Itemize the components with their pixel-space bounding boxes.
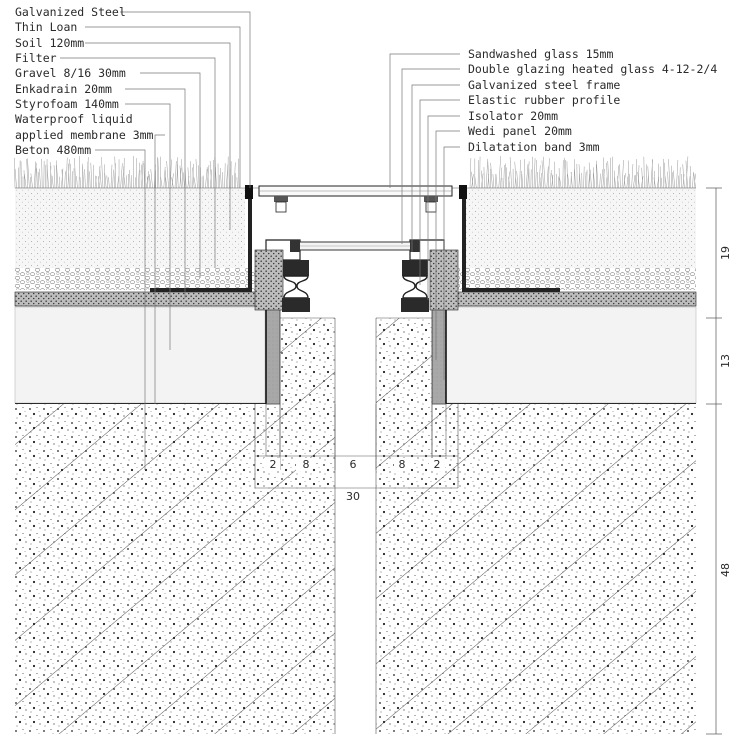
concrete-upstand-left-hatch (280, 318, 335, 404)
isolator-block-left (255, 250, 283, 310)
label-enkadrain: Enkadrain 20mm (15, 82, 112, 96)
label-membrane: applied membrane 3mm (15, 128, 154, 142)
steel-cap-right (459, 185, 467, 199)
styrofoam-layer-right (446, 307, 696, 403)
rubber-profile-right (401, 260, 429, 312)
enkadrain-layer-right (448, 292, 696, 306)
glass-clip-left (274, 196, 288, 202)
label-gravel: Gravel 8/16 30mm (15, 66, 126, 80)
concrete-upstand-right-hatch (376, 318, 432, 404)
glass-clip-right-b (426, 202, 436, 212)
dim-8-right: 8 (399, 458, 406, 471)
dim-2-right: 2 (434, 458, 441, 471)
dim-48: 48 (719, 563, 732, 577)
dim-2-left: 2 (270, 458, 277, 471)
label-sandwashed-glass: Sandwashed glass 15mm (468, 47, 613, 61)
dim-30: 30 (346, 490, 360, 503)
left-labels: Galvanized Steel Thin Loan Soil 120mm Fi… (15, 5, 154, 157)
label-double-glazing: Double glazing heated glass 4-12-2/4 (468, 62, 717, 76)
vertical-dimension-line (706, 188, 722, 734)
label-soil: Soil 120mm (15, 36, 84, 50)
dim-19: 19 (719, 246, 732, 260)
label-styrofoam: Styrofoam 140mm (15, 97, 119, 111)
label-steel-frame: Galvanized steel frame (468, 78, 620, 92)
grass-texture (14, 156, 695, 188)
wedi-panel-left (266, 306, 280, 404)
dim-8-left: 8 (303, 458, 310, 471)
label-filter: Filter (15, 51, 57, 65)
glazing-seal-right (410, 240, 420, 252)
label-beton: Beton 480mm (15, 143, 91, 157)
soil-layer-right (466, 188, 696, 268)
label-rubber-profile: Elastic rubber profile (468, 93, 620, 107)
label-waterproof: Waterproof liquid (15, 112, 133, 126)
dim-13: 13 (719, 354, 732, 368)
gravel-layer-right (458, 268, 696, 290)
concrete-right-hatch (376, 404, 696, 734)
label-galvanized-steel: Galvanized Steel (15, 5, 126, 19)
enkadrain-layer-left (15, 292, 263, 306)
label-dilatation-band: Dilatation band 3mm (468, 140, 600, 154)
label-thin-loan: Thin Loan (15, 20, 77, 34)
glass-clip-left-b (276, 202, 286, 212)
styrofoam-layer-left (15, 307, 265, 403)
gravel-layer-left (15, 268, 255, 290)
steel-cap-left (245, 185, 253, 199)
label-wedi-panel: Wedi panel 20mm (468, 124, 572, 138)
glazing-seal-left (290, 240, 300, 252)
right-labels: Sandwashed glass 15mm Double glazing hea… (468, 47, 717, 154)
label-isolator: Isolator 20mm (468, 109, 558, 123)
vertical-dimension-labels: 19 13 48 (719, 246, 732, 577)
dim-6: 6 (350, 458, 357, 471)
concrete-left-hatch (15, 404, 335, 734)
soil-layer-left (15, 188, 245, 268)
rubber-profile-left (282, 260, 310, 312)
